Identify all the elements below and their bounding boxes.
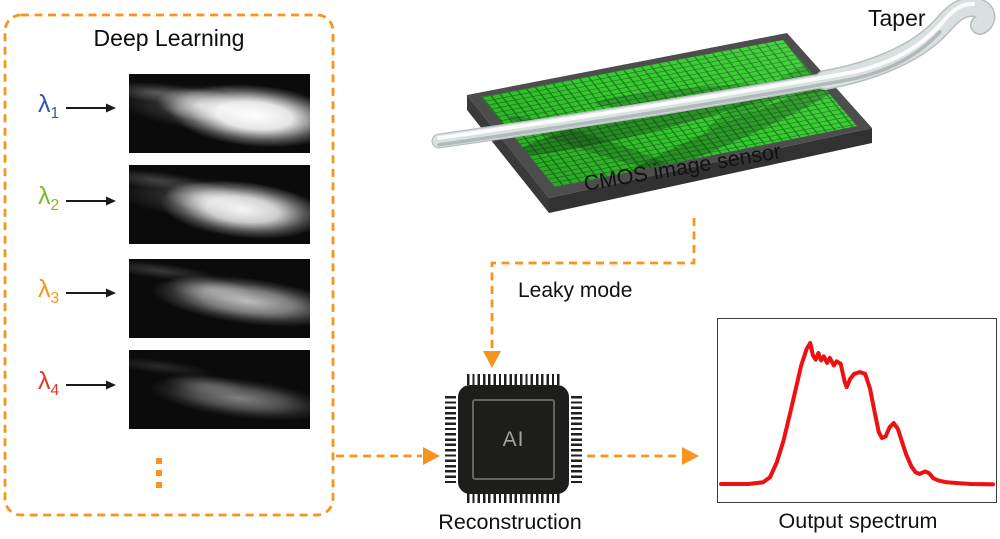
taper-label: Taper bbox=[868, 5, 926, 31]
chip-pins-bottom bbox=[467, 492, 560, 503]
lambda-2-arrow bbox=[66, 196, 116, 206]
speckle-blob bbox=[129, 74, 310, 153]
chip-pins-left bbox=[445, 396, 456, 483]
sensor-frame-side-front bbox=[549, 128, 872, 213]
chip-ai-text: AI bbox=[502, 427, 525, 451]
lambda-3-arrow bbox=[66, 288, 116, 298]
output-spectrum-label: Output spectrum bbox=[778, 509, 938, 533]
chip-pins-top bbox=[467, 374, 560, 385]
arrowhead-box-to-chip bbox=[423, 447, 440, 465]
speckle-image-4 bbox=[129, 350, 310, 429]
reconstruction-label: Reconstruction bbox=[438, 510, 582, 534]
speckle-image-3 bbox=[129, 259, 310, 338]
lambda-3-label: λ3 bbox=[38, 275, 60, 307]
speckle-blob bbox=[129, 350, 310, 429]
lambda-4-label: λ4 bbox=[38, 367, 60, 399]
spectrum-chart bbox=[719, 340, 995, 487]
ellipsis-dot bbox=[156, 470, 162, 476]
speckle-blob bbox=[129, 259, 310, 338]
deep-learning-title: Deep Learning bbox=[93, 25, 245, 51]
ellipsis-dot bbox=[156, 482, 162, 488]
chip-pins-right bbox=[571, 396, 582, 483]
lambda-4-arrow bbox=[66, 380, 116, 390]
ellipsis-dots bbox=[156, 458, 162, 488]
ai-chip-icon: AI bbox=[443, 372, 584, 505]
leaky-mode-line bbox=[490, 218, 696, 349]
lambda-2-label: λ2 bbox=[38, 182, 60, 214]
cmos-sensor-illustration bbox=[431, 0, 996, 213]
arrowhead-chip-to-plot bbox=[682, 447, 699, 465]
deep-learning-box bbox=[3, 13, 335, 517]
speckle-image-1 bbox=[129, 74, 310, 153]
output-spectrum-plot bbox=[717, 318, 997, 503]
leaky-mode-label: Leaky mode bbox=[518, 279, 633, 302]
taper-fiber bbox=[431, 0, 996, 149]
speckle-blob bbox=[129, 165, 310, 244]
sensor-frame-side-left bbox=[467, 95, 549, 213]
chip-body: AI bbox=[458, 385, 569, 494]
lambda-1-label: λ1 bbox=[38, 90, 60, 122]
speckle-image-2 bbox=[129, 165, 310, 244]
lambda-1-arrow bbox=[66, 103, 116, 113]
spectrum-curve bbox=[719, 340, 995, 487]
chip-inner-outline bbox=[472, 399, 555, 480]
arrowhead-leaky-mode bbox=[483, 351, 501, 368]
ellipsis-dot bbox=[156, 458, 162, 464]
